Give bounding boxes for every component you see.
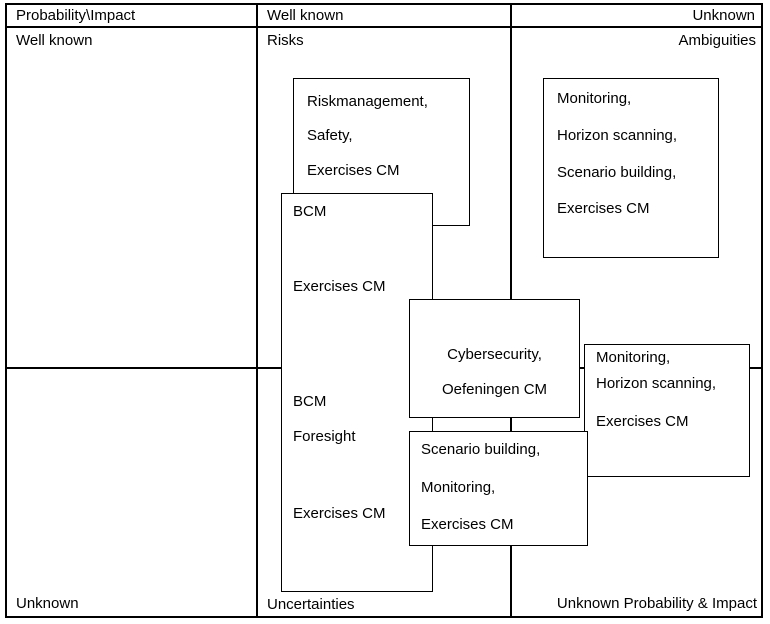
box-line: Cybersecurity, [447,346,542,363]
box-line: Monitoring, [557,90,632,107]
box-line: Horizon scanning, [596,375,717,392]
quadrant-label-ambiguities: Ambiguities [678,32,756,49]
box-line: Exercises CM [596,413,689,430]
box-line: Exercises CM [307,162,400,179]
box-line: BCM [293,393,327,410]
box-line: Oefeningen CM [441,381,548,398]
cybersecurity-box: Cybersecurity, Oefeningen CM [409,299,580,418]
box-line: Monitoring, [421,479,496,496]
box-line: Scenario building, [557,164,677,181]
box-line: Exercises CM [421,516,514,533]
box-line: BCM [293,203,327,220]
box-line: Safety, [307,127,353,144]
box-line: Exercises CM [557,200,650,217]
header-col-well-known-label: Well known [267,7,344,24]
monitoring-right-box: Monitoring, Horizon scanning, Exercises … [584,344,750,477]
header-corner-label: Probability\Impact [16,7,136,24]
ambiguities-activities-box: Monitoring, Horizon scanning, Scenario b… [543,78,719,258]
scenario-building-box: Scenario building, Monitoring, Exercises… [409,431,588,546]
header-divider [5,26,763,28]
quadrant-label-uncertainties: Uncertainties [267,596,355,613]
quadrant-label-unknown-probability-impact: Unknown Probability & Impact [556,595,757,612]
box-line: Foresight [293,428,356,445]
box-line: Monitoring, [596,349,671,366]
box-line: Exercises CM [293,278,386,295]
box-line: Horizon scanning, [557,127,678,144]
row-label-well-known: Well known [16,32,93,49]
box-line: Exercises CM [293,505,386,522]
row-divider-right [749,367,763,369]
row-divider-mid [579,367,585,369]
column-divider-1 [256,3,258,618]
header-col-unknown-label: Unknown [692,7,755,24]
row-label-unknown: Unknown [16,595,79,612]
quadrant-label-risks: Risks [267,32,304,49]
row-divider-left [5,367,283,369]
box-line: Scenario building, [421,441,541,458]
box-line: Riskmanagement, [307,93,428,110]
bcm-box: BCM Exercises CM BCM Foresight Exercises… [281,193,433,592]
table-frame [5,3,763,618]
